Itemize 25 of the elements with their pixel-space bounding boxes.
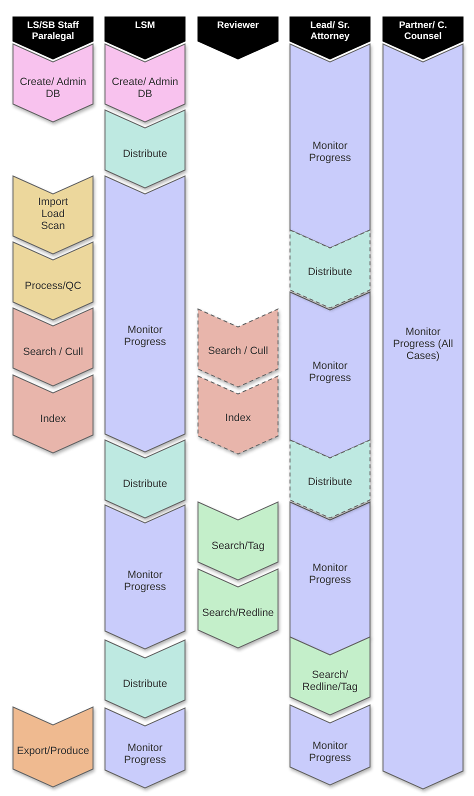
process-step: Distribute (290, 440, 370, 518)
process-step: Index (13, 375, 93, 453)
process-step: Search / Cull (198, 309, 278, 387)
process-step: Distribute (105, 110, 185, 188)
process-step: Import Load Scan (13, 176, 93, 254)
process-step: Export/Produce (13, 707, 93, 787)
lane-header: LSM (105, 17, 185, 59)
process-step: Create/ Admin DB (105, 44, 185, 122)
process-step: Search/Redline (198, 569, 278, 648)
process-step: Monitor Progress (290, 44, 370, 248)
process-step: Monitor Progress (105, 176, 185, 452)
process-step: Search / Cull (13, 308, 93, 386)
process-step: Monitor Progress (290, 705, 370, 785)
process-step: Monitor Progress (105, 505, 185, 649)
process-step: Monitor Progress (All Cases) (383, 44, 463, 789)
process-step: Process/QC (13, 242, 93, 320)
process-step: Search/ Redline/Tag (290, 637, 370, 715)
lane-header: Reviewer (198, 17, 278, 59)
process-step: Distribute (290, 230, 370, 308)
process-step: Create/ Admin DB (13, 44, 93, 122)
process-step: Index (198, 376, 278, 454)
process-step: Distribute (105, 440, 185, 518)
process-step: Search/Tag (198, 502, 278, 580)
process-step: Distribute (105, 640, 185, 718)
process-step: Monitor Progress (105, 708, 185, 788)
